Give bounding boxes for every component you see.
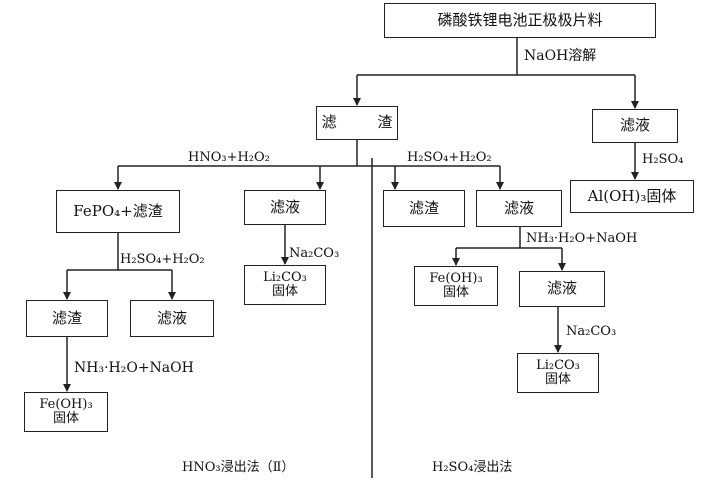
feoh-left-state: 固体: [52, 411, 79, 426]
node-filtrate-right: 滤液: [592, 109, 678, 143]
feoh-right-state: 固体: [442, 285, 469, 300]
node-li2co3-left: Li₂CO₃ 固体: [244, 265, 326, 305]
feoh-left-formula: Fe(OH)₃: [39, 397, 93, 413]
node-feoh-left: Fe(OH)₃ 固体: [24, 392, 108, 432]
li2co3-left-formula: Li₂CO₃: [263, 270, 307, 286]
node-filtrate-hno3: 滤液: [244, 190, 326, 225]
node-feoh-right: Fe(OH)₃ 固体: [414, 266, 498, 306]
node-residue-top: 滤 渣: [316, 106, 398, 140]
label-h2so4-h2o2-left: H₂SO₄+H₂O₂: [120, 252, 205, 267]
label-h2so4: H₂SO₄: [642, 152, 684, 167]
label-nh3-naoh-right: NH₃·H₂O+NaOH: [526, 231, 638, 246]
node-filtrate-h2so4: 滤液: [476, 190, 562, 227]
node-residue-left2: 滤渣: [26, 300, 108, 337]
caption-hno3-method: HNO₃浸出法（Ⅱ）: [182, 460, 295, 475]
node-residue-h2so4: 滤渣: [383, 190, 465, 227]
label-h2so4-h2o2-right: H₂SO₄+H₂O₂: [407, 150, 492, 165]
label-hno3-h2o2: HNO₃+H₂O₂: [188, 150, 270, 165]
label-na2co3-right: Na₂CO₃: [566, 324, 617, 339]
node-fepo4: FePO₄+滤渣: [56, 190, 180, 233]
node-li2co3-right: Li₂CO₃ 固体: [517, 353, 599, 393]
node-residue-top-label: 滤 渣: [321, 113, 411, 132]
li2co3-right-formula: Li₂CO₃: [536, 358, 580, 374]
caption-h2so4-method: H₂SO₄浸出法: [432, 460, 513, 475]
node-filtrate-left2: 滤液: [130, 300, 214, 337]
node-filtrate-right2: 滤液: [519, 271, 605, 307]
li2co3-left-state: 固体: [271, 284, 298, 299]
li2co3-right-state: 固体: [544, 372, 571, 387]
label-na2co3-left: Na₂CO₃: [289, 246, 340, 261]
node-start: 磷酸铁锂电池正极极片料: [384, 3, 656, 38]
feoh-right-formula: Fe(OH)₃: [429, 271, 483, 287]
node-aloh: Al(OH)₃固体: [570, 180, 694, 213]
label-naoh-dissolve: NaOH溶解: [524, 48, 597, 64]
label-nh3-naoh-left: NH₃·H₂O+NaOH: [74, 360, 194, 376]
